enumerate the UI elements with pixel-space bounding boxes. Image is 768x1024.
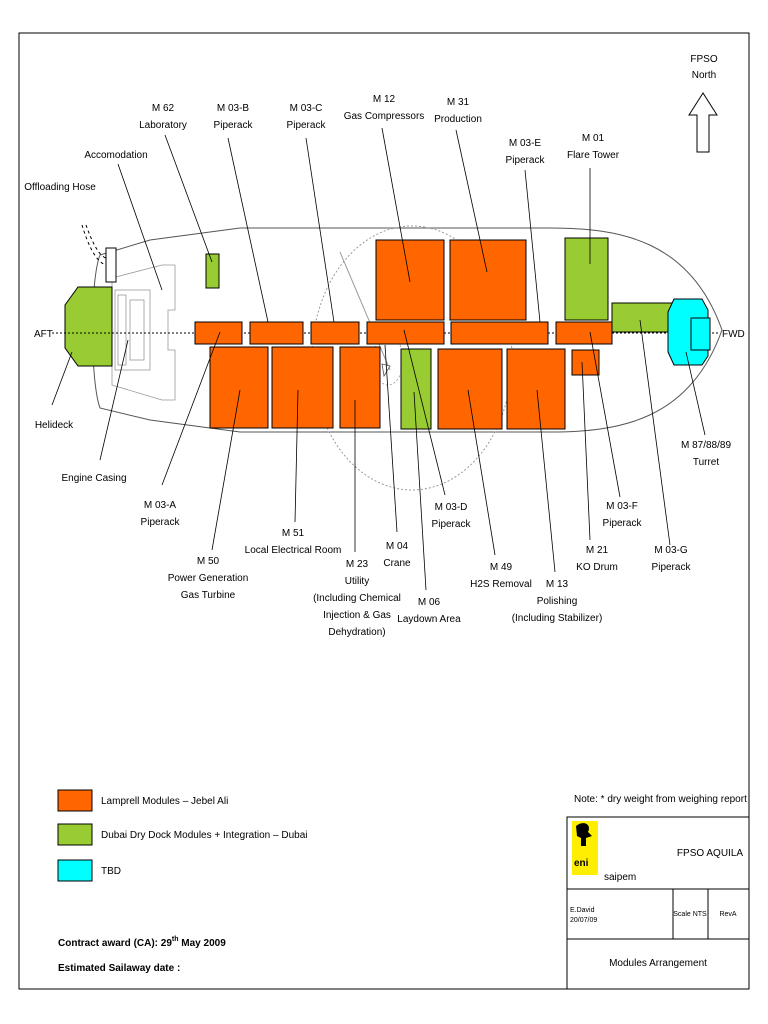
module-m21 — [571, 349, 600, 376]
drawing-frame — [18, 32, 750, 990]
author: E.David — [570, 907, 595, 914]
drawing-title: Modules Arrangement — [609, 958, 707, 969]
module-m01 — [564, 237, 609, 321]
label-m01-line2: Flare Tower — [567, 150, 620, 161]
label-m51-line1: M 51 — [282, 528, 305, 539]
label-helideck: Helideck — [35, 420, 74, 431]
crane-boom — [339, 251, 391, 371]
label-m51-line2: Local Electrical Room — [245, 545, 342, 556]
label-m03g-line1: M 03-G — [654, 545, 688, 556]
sailaway-date: Estimated Sailaway date : — [58, 963, 180, 974]
label-m49-line2: H2S Removal — [470, 579, 532, 590]
label-m01-line1: M 01 — [582, 133, 605, 144]
module-m06 — [400, 348, 432, 430]
label-m12-line2: Gas Compressors — [344, 111, 425, 122]
eni-logo-text: eni — [574, 858, 589, 869]
module-helideck — [64, 286, 113, 367]
label-m03f-line1: M 03-F — [606, 501, 638, 512]
label-m13-line3: (Including Stabilizer) — [512, 613, 603, 624]
label-accommodation: Accomodation — [84, 150, 147, 161]
label-m23-line2: Utility — [345, 576, 369, 587]
label-m23-line5: Dehydration) — [328, 627, 385, 638]
module-m03c — [310, 321, 360, 345]
module-m50 — [209, 346, 269, 429]
legend-label-dubai: Dubai Dry Dock Modules + Integration – D… — [101, 830, 308, 841]
legend-swatch-lamprell — [57, 789, 93, 812]
label-m03f-line2: Piperack — [603, 518, 643, 529]
offloading-hose — [81, 224, 117, 283]
leader-lines — [51, 127, 706, 591]
label-m03d-line1: M 03-D — [435, 502, 468, 513]
label-m31-line2: Production — [434, 114, 482, 125]
revision: RevA — [719, 911, 736, 918]
label-m03a-line2: Piperack — [141, 517, 181, 528]
label-m03a-line1: M 03-A — [144, 500, 177, 511]
module-m03f — [555, 321, 613, 345]
label-m06-line2: Laydown Area — [397, 614, 461, 625]
label-m62-line1: M 62 — [152, 103, 175, 114]
label-m13-line2: Polishing — [537, 596, 578, 607]
label-m62-line2: Laboratory — [139, 120, 187, 131]
label-m49-line1: M 49 — [490, 562, 513, 573]
label-m50-line1: M 50 — [197, 556, 220, 567]
label-m13-line1: M 13 — [546, 579, 569, 590]
label-offloading-hose: Offloading Hose — [24, 182, 96, 193]
scale: Scale NTS — [673, 911, 707, 918]
legend-swatch-dubai — [57, 823, 93, 846]
label-turret-line1: M 87/88/89 — [681, 440, 731, 451]
label-m23-line1: M 23 — [346, 559, 369, 570]
title-block — [566, 816, 750, 990]
module-m62 — [205, 253, 220, 289]
project-title: FPSO AQUILA — [677, 848, 743, 859]
module-m03b — [249, 321, 304, 345]
module-m31 — [449, 239, 527, 321]
north-arrow-icon — [688, 92, 718, 153]
label-m03b-line1: M 03-B — [217, 103, 250, 114]
label-m03b-line2: Piperack — [214, 120, 254, 131]
modules — [194, 237, 711, 430]
module-turret-core — [690, 317, 711, 351]
label-engine-casing: Engine Casing — [61, 473, 126, 484]
module-m03a — [194, 321, 243, 345]
label-m03d-line2: Piperack — [432, 519, 472, 530]
legend-label-lamprell: Lamprell Modules – Jebel Ali — [101, 796, 228, 807]
legend: Lamprell Modules – Jebel Ali Dubai Dry D… — [57, 789, 308, 882]
label-m50-line2: Power Generation — [168, 573, 249, 584]
label-m21-line2: KO Drum — [576, 562, 618, 573]
module-m13 — [506, 348, 566, 430]
label-m23-line3: (Including Chemical — [313, 593, 401, 604]
issue-date: 20/07/09 — [570, 917, 597, 924]
label-m12-line1: M 12 — [373, 94, 396, 105]
legend-label-tbd: TBD — [101, 866, 121, 877]
label-m06-line1: M 06 — [418, 597, 441, 608]
eni-logo: eni — [572, 821, 598, 875]
module-m03g — [611, 302, 675, 333]
label-m03g-line2: Piperack — [652, 562, 692, 573]
label-m03e-line2: Piperack — [506, 155, 546, 166]
label-m31-line1: M 31 — [447, 97, 470, 108]
legend-swatch-tbd — [57, 859, 93, 882]
label-m03c-line2: Piperack — [287, 120, 327, 131]
label-m03c-line1: M 03-C — [290, 103, 323, 114]
label-turret-line2: Turret — [693, 457, 720, 468]
saipem-logo-text: saipem — [604, 872, 636, 883]
label-m04-line2: Crane — [383, 558, 411, 569]
label-m23-line4: Injection & Gas — [323, 610, 391, 621]
contract-award: Contract award (CA): 29th May 2009 — [58, 936, 226, 949]
module-m51 — [271, 346, 334, 429]
aft-label: AFT — [34, 329, 53, 340]
weight-note: Note: * dry weight from weighing report — [574, 794, 747, 805]
label-m21-line1: M 21 — [586, 545, 609, 556]
module-m03d — [366, 321, 445, 345]
module-m23 — [339, 346, 381, 429]
label-m50-line3: Gas Turbine — [181, 590, 236, 601]
label-m03e-line1: M 03-E — [509, 138, 542, 149]
module-m49 — [437, 348, 503, 430]
label-m04-line1: M 04 — [386, 541, 409, 552]
north-label-line2: North — [692, 70, 716, 81]
module-m03e — [450, 321, 549, 345]
fwd-label: FWD — [722, 329, 745, 340]
north-label-line1: FPSO — [690, 54, 717, 65]
